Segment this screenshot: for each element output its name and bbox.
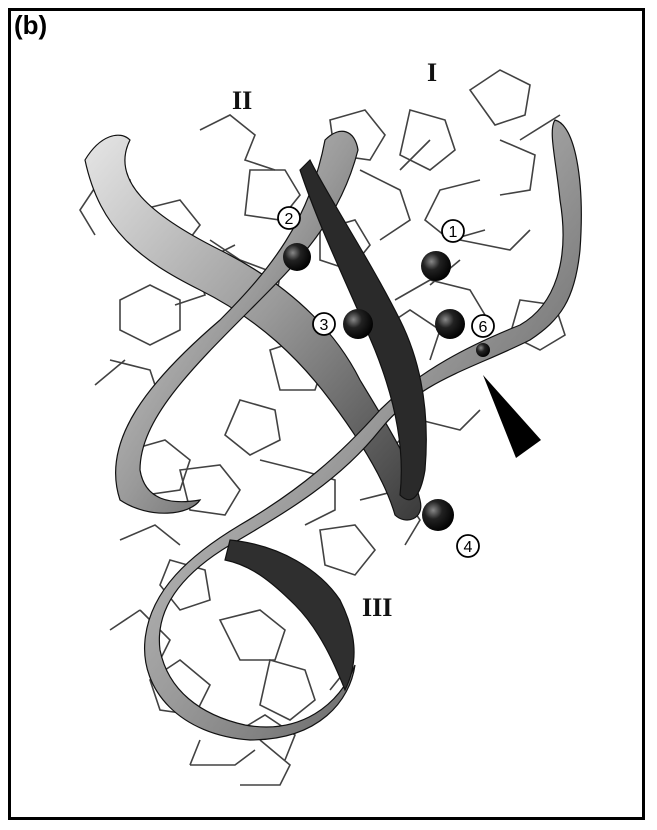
ion-label-1: 1 [449, 224, 458, 241]
ion-1 [421, 251, 451, 281]
ion-6 [476, 343, 490, 357]
ribbon-strand-5 [225, 540, 354, 690]
ion-2 [283, 243, 311, 271]
ion-label-4: 4 [464, 539, 473, 556]
ion-label-3: 3 [320, 317, 329, 334]
ion-4 [422, 499, 454, 531]
ion-5 [435, 309, 465, 339]
ion-3 [343, 309, 373, 339]
ion-label-2: 2 [285, 211, 294, 228]
cleavage-arrowhead [483, 375, 541, 458]
ion-label-6: 6 [479, 319, 488, 336]
